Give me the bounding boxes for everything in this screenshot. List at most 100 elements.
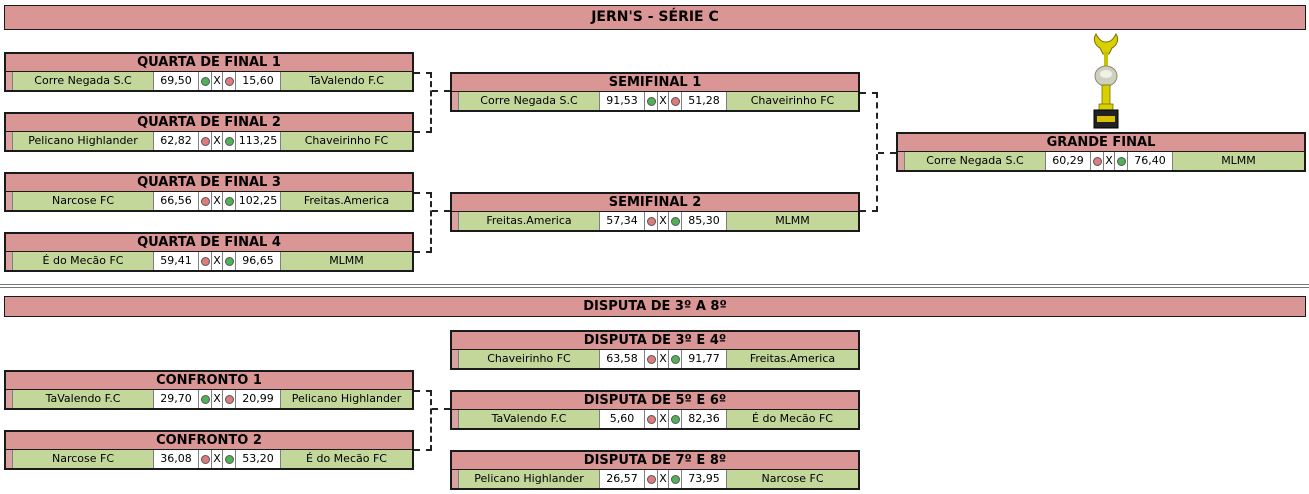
green-dot-icon <box>224 136 234 146</box>
versus-separator: X <box>212 450 223 468</box>
away-score: 102,25 <box>236 192 281 210</box>
versus-separator: X <box>658 350 669 368</box>
away-team: MLMM <box>1173 152 1304 170</box>
red-dot-icon <box>199 132 212 150</box>
row-marker <box>452 212 459 230</box>
red-dot-icon <box>224 394 234 404</box>
versus-separator: X <box>212 390 223 408</box>
green-dot-icon <box>670 474 680 484</box>
away-score: 85,30 <box>682 212 727 230</box>
versus-separator: X <box>212 192 223 210</box>
match-title: DISPUTA DE 7º E 8º <box>450 450 860 470</box>
away-team: Narcose FC <box>727 470 858 488</box>
bracket-connector <box>414 192 432 253</box>
versus-separator: X <box>658 470 669 488</box>
away-team: Pelicano Highlander <box>281 390 412 408</box>
green-dot-icon <box>669 410 682 428</box>
bracket-connector <box>414 72 432 133</box>
away-score: 15,60 <box>236 72 281 90</box>
green-dot-icon <box>1116 156 1126 166</box>
green-dot-icon <box>223 252 236 270</box>
away-score: 53,20 <box>236 450 281 468</box>
red-dot-icon <box>224 76 234 86</box>
red-dot-icon <box>646 354 656 364</box>
green-dot-icon <box>199 390 212 408</box>
home-team: Freitas.America <box>459 212 600 230</box>
home-team: Pelicano Highlander <box>13 132 154 150</box>
green-dot-icon <box>670 414 680 424</box>
green-dot-icon <box>646 96 656 106</box>
match-title: DISPUTA DE 5º E 6º <box>450 390 860 410</box>
green-dot-icon <box>224 256 234 266</box>
row-marker <box>452 92 459 110</box>
red-dot-icon <box>200 196 210 206</box>
home-team: Narcose FC <box>13 192 154 210</box>
red-dot-icon <box>1091 152 1104 170</box>
green-dot-icon <box>200 76 210 86</box>
home-team: Corre Negada S.C <box>905 152 1046 170</box>
red-dot-icon <box>200 256 210 266</box>
green-dot-icon <box>669 212 682 230</box>
green-dot-icon <box>670 216 680 226</box>
away-score: 82,36 <box>682 410 727 428</box>
row-marker <box>6 192 13 210</box>
home-score: 59,41 <box>154 252 199 270</box>
away-team: É do Mecão FC <box>727 410 858 428</box>
bracket-connector <box>860 92 878 212</box>
home-score: 57,34 <box>600 212 645 230</box>
match-title: CONFRONTO 2 <box>4 430 414 450</box>
home-team: TaValendo F.C <box>459 410 600 428</box>
red-dot-icon <box>670 96 680 106</box>
away-team: Freitas.America <box>281 192 412 210</box>
section-title: DISPUTA DE 3º A 8º <box>4 296 1306 317</box>
page-title: JERN'S - SÉRIE C <box>4 5 1306 30</box>
home-score: 36,08 <box>154 450 199 468</box>
away-score: 91,77 <box>682 350 727 368</box>
bracket-connector <box>414 390 432 451</box>
home-score: 26,57 <box>600 470 645 488</box>
home-score: 62,82 <box>154 132 199 150</box>
red-dot-icon <box>645 470 658 488</box>
home-score: 66,56 <box>154 192 199 210</box>
red-dot-icon <box>199 252 212 270</box>
versus-separator: X <box>212 252 223 270</box>
home-team: Corre Negada S.C <box>13 72 154 90</box>
away-team: MLMM <box>727 212 858 230</box>
green-dot-icon <box>223 132 236 150</box>
green-dot-icon <box>223 450 236 468</box>
match-title: CONFRONTO 1 <box>4 370 414 390</box>
home-score: 5,60 <box>600 410 645 428</box>
match-title: QUARTA DE FINAL 3 <box>4 172 414 192</box>
bracket-connector <box>878 152 896 154</box>
away-team: Chaveirinho FC <box>281 132 412 150</box>
red-dot-icon <box>645 410 658 428</box>
versus-separator: X <box>658 92 669 110</box>
row-marker <box>6 72 13 90</box>
away-team: MLMM <box>281 252 412 270</box>
home-score: 60,29 <box>1046 152 1091 170</box>
away-team: Freitas.America <box>727 350 858 368</box>
home-team: É do Mecão FC <box>13 252 154 270</box>
red-dot-icon <box>199 450 212 468</box>
red-dot-icon <box>669 92 682 110</box>
away-team: É do Mecão FC <box>281 450 412 468</box>
green-dot-icon <box>200 394 210 404</box>
red-dot-icon <box>200 136 210 146</box>
red-dot-icon <box>200 454 210 464</box>
green-dot-icon <box>223 192 236 210</box>
versus-separator: X <box>212 132 223 150</box>
green-dot-icon <box>199 72 212 90</box>
match-title: SEMIFINAL 1 <box>450 72 860 92</box>
match-title: DISPUTA DE 3º E 4º <box>450 330 860 350</box>
home-score: 69,50 <box>154 72 199 90</box>
match-title: QUARTA DE FINAL 4 <box>4 232 414 252</box>
versus-separator: X <box>658 212 669 230</box>
